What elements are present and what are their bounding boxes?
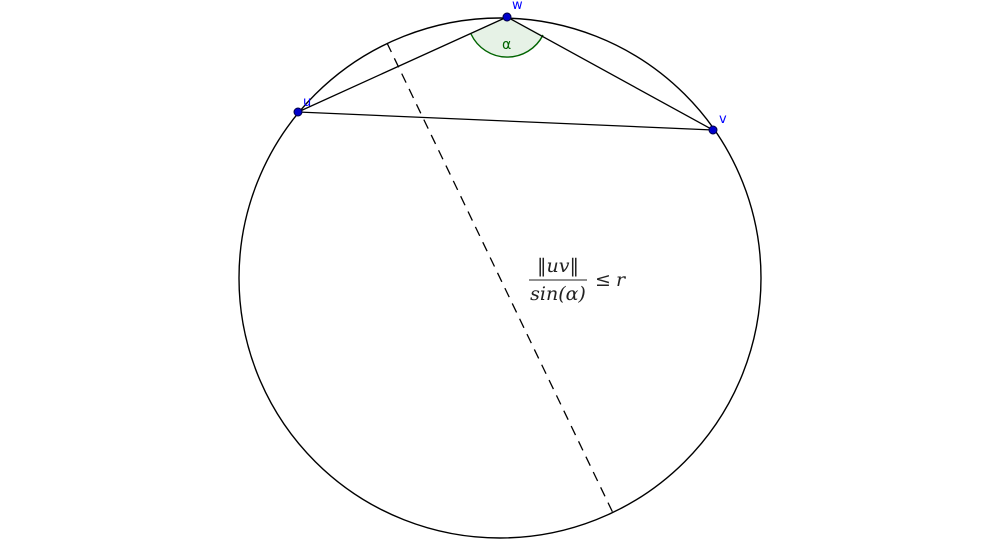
formula-denominator: sin(α) (530, 283, 586, 305)
point-u[interactable] (293, 107, 303, 117)
segment-uw (297, 16, 508, 113)
angle-alpha-label: α (502, 37, 511, 53)
angle-alpha-arc (470, 33, 544, 58)
segment-uv (297, 111, 714, 131)
formula-relation: ≤ (595, 269, 611, 291)
formula-rhs: r (616, 269, 627, 291)
point-u-label: u (303, 95, 311, 110)
diameter-dashed (386, 42, 614, 514)
point-v[interactable] (708, 125, 718, 135)
point-v-label: v (719, 112, 727, 127)
circumcircle (238, 17, 762, 539)
point-w[interactable] (502, 12, 512, 22)
segment-wv (506, 16, 714, 131)
point-w-label: w (512, 0, 523, 13)
formula-numerator: ‖uv‖ (537, 255, 579, 277)
